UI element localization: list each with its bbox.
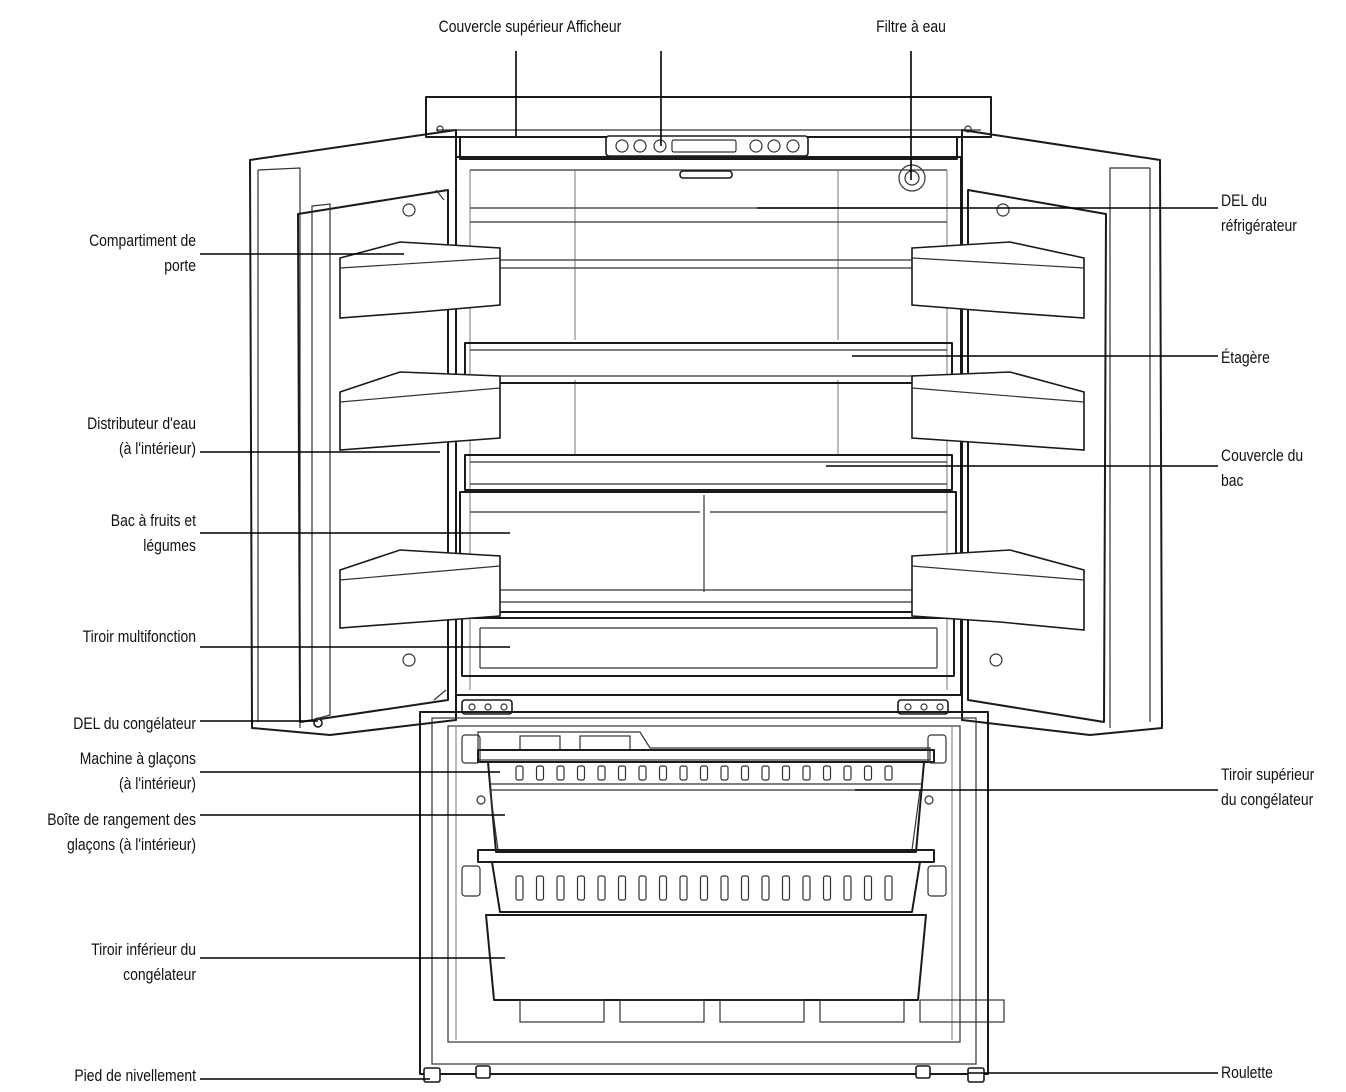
drawer-support-block bbox=[619, 999, 705, 1023]
left-door bbox=[249, 129, 457, 736]
water-filter bbox=[898, 164, 926, 192]
left-door-bin-3 bbox=[339, 549, 501, 629]
basket-slot bbox=[740, 875, 750, 901]
label-refrigerator-led: DEL du réfrigérateur bbox=[1221, 191, 1297, 235]
basket-slot bbox=[658, 875, 668, 901]
basket-slot bbox=[740, 765, 750, 781]
upper-freezer-drawer bbox=[461, 734, 947, 853]
basket-slot bbox=[638, 765, 647, 781]
basket-slot bbox=[658, 765, 668, 781]
middle-hinges bbox=[461, 699, 949, 715]
basket-slot bbox=[597, 765, 606, 781]
basket-slot bbox=[720, 875, 729, 901]
label-lower-freezer-drawer: Tiroir inférieur du congélateur bbox=[91, 940, 196, 984]
label-upper-freezer-drawer: Tiroir supérieur du congélateur bbox=[1221, 765, 1315, 809]
label-ice-storage-bin: Boîte de rangement des glaçons (à l'inté… bbox=[47, 810, 196, 854]
fresh-food-compartment bbox=[455, 156, 962, 696]
basket-slot bbox=[843, 875, 852, 901]
label-water-filter: Filtre à eau bbox=[876, 17, 946, 36]
basket-slot bbox=[699, 765, 709, 781]
label-crisper-drawer: Bac à fruits et légumes bbox=[110, 511, 196, 555]
right-door-bin-3 bbox=[911, 549, 1085, 631]
basket-slot bbox=[679, 765, 688, 781]
refrigerator-led bbox=[679, 170, 733, 179]
label-freezer-led: DEL du congélateur bbox=[73, 714, 196, 733]
ice-storage-bin bbox=[476, 789, 934, 851]
crisper-cover bbox=[464, 454, 953, 491]
left-door-bin-2 bbox=[339, 371, 501, 451]
label-roller: Roulette bbox=[1221, 1063, 1273, 1082]
basket-slot bbox=[617, 765, 627, 781]
shelf bbox=[464, 342, 953, 384]
basket-slot bbox=[720, 765, 729, 781]
basket-slot bbox=[863, 765, 873, 781]
lower-freezer-drawer bbox=[461, 849, 1005, 1023]
label-multifunction-drawer: Tiroir multifonction bbox=[82, 627, 196, 646]
basket-slot bbox=[843, 765, 852, 781]
basket-slot bbox=[822, 765, 832, 781]
label-shelf: Étagère bbox=[1221, 348, 1270, 367]
basket-slot bbox=[535, 765, 545, 781]
basket-slot bbox=[863, 875, 873, 901]
basket-slot bbox=[556, 875, 565, 901]
label-top-cover-display: Couvercle supérieur Afficheur bbox=[438, 17, 622, 36]
ice-maker bbox=[477, 731, 931, 761]
display-panel bbox=[605, 135, 809, 157]
label-ice-maker: Machine à glaçons (à l'intérieur) bbox=[79, 749, 196, 793]
drawer-support-block bbox=[919, 999, 1005, 1023]
basket-slot bbox=[761, 875, 770, 901]
drawer-support-block bbox=[819, 999, 905, 1023]
rollers bbox=[475, 1065, 931, 1079]
right-door-bin-1 bbox=[911, 241, 1085, 319]
left-door-bin-1 bbox=[339, 241, 501, 319]
label-door-bin: Compartiment de porte bbox=[89, 231, 196, 275]
basket-slot bbox=[884, 875, 893, 901]
basket-slot bbox=[597, 875, 606, 901]
basket-slot bbox=[699, 875, 709, 901]
basket-slot bbox=[576, 765, 586, 781]
basket-slot bbox=[535, 875, 545, 901]
multifunction-drawer bbox=[461, 617, 955, 677]
right-door-bin-2 bbox=[911, 371, 1085, 451]
right-door bbox=[961, 129, 1163, 736]
basket-slot bbox=[679, 875, 688, 901]
basket-slot bbox=[802, 765, 811, 781]
freezer-compartment bbox=[419, 711, 989, 1075]
label-water-dispenser: Distributeur d'eau (à l'intérieur) bbox=[87, 414, 196, 458]
basket-slot bbox=[802, 875, 811, 901]
label-leveling-foot: Pied de nivellement bbox=[74, 1066, 196, 1085]
basket-slot bbox=[617, 875, 627, 901]
label-crisper-cover: Couvercle du bac bbox=[1221, 446, 1304, 490]
drawer-support-block bbox=[519, 999, 605, 1023]
basket-slot bbox=[781, 875, 791, 901]
basket-slot bbox=[781, 765, 791, 781]
basket-slot bbox=[884, 765, 893, 781]
basket-slot bbox=[638, 875, 647, 901]
leader-lines bbox=[200, 51, 1218, 1080]
basket-slot bbox=[576, 875, 586, 901]
basket-slot bbox=[515, 875, 524, 901]
basket-slot bbox=[822, 875, 832, 901]
drawer-support-block bbox=[719, 999, 805, 1023]
basket-slot bbox=[761, 765, 770, 781]
basket-slot bbox=[556, 765, 565, 781]
crisper-drawers bbox=[459, 491, 957, 613]
basket-slot bbox=[515, 765, 524, 781]
leveling-feet bbox=[423, 1067, 985, 1083]
